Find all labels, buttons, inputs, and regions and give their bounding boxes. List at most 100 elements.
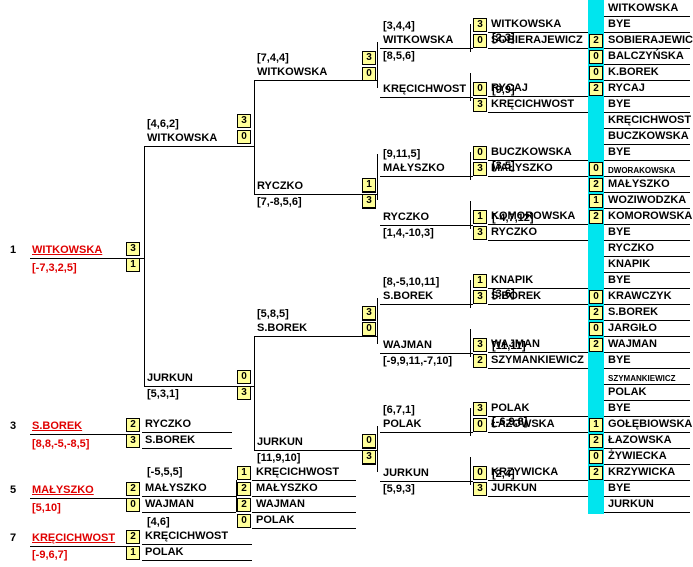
qf-line <box>254 450 378 451</box>
r32-player-name: BUCZKOWSKA <box>491 146 572 158</box>
r128-line <box>604 496 690 497</box>
r16-player-name: RYCZKO <box>383 211 430 223</box>
r32-player-name: WAJMAN <box>491 338 540 350</box>
r32-score-box: 0 <box>473 418 487 432</box>
p5-score-box: 0 <box>126 498 140 512</box>
final-line <box>30 258 144 259</box>
r32-line <box>488 112 588 113</box>
p5-player-name: MAŁYSZKO <box>145 482 207 494</box>
qf-score-box: 0 <box>362 67 376 81</box>
r16-connector <box>470 408 471 436</box>
qf-player-name: S.BOREK <box>257 322 308 334</box>
r16-score: [8,5,6] <box>383 50 415 62</box>
r128-player-name: BYE <box>608 146 631 158</box>
r128-player-name: BYE <box>608 226 631 238</box>
r32-score-box: 3 <box>473 226 487 240</box>
seventh-place-score: [-9,6,7] <box>32 549 68 561</box>
r128-line <box>604 272 690 273</box>
r128-player-name: WITKOWSKA <box>608 2 679 14</box>
r128-player-name: JARGIŁO <box>608 322 657 334</box>
qf-connector <box>377 42 378 88</box>
qf-score-box: 1 <box>362 178 376 192</box>
qf-score-box: 3 <box>362 51 376 65</box>
r128-score-box: 0 <box>589 290 603 304</box>
p5-r1-player-name: WAJMAN <box>256 498 305 510</box>
r128-line <box>604 160 690 161</box>
r16-score: [5,9,3] <box>383 483 415 495</box>
qf-connector <box>254 80 255 194</box>
r128-player-name: BYE <box>608 98 631 110</box>
r128-score-box: 0 <box>589 162 603 176</box>
r32-player-name: KRZYWICKA <box>491 466 559 478</box>
p5-r1-score-box: 2 <box>237 498 251 512</box>
final-score-box: 3 <box>126 242 140 256</box>
r128-line <box>604 224 690 225</box>
r128-player-name: KRĘCICHWOST <box>608 114 692 126</box>
r128-player-name: SZYMANKIEWICZ <box>608 374 676 383</box>
r128-player-name: POLAK <box>608 386 647 398</box>
sf-score: [4,6,2] <box>147 118 179 130</box>
r128-score-box: 2 <box>589 178 603 192</box>
r128-line <box>604 240 690 241</box>
seed-number: 1 <box>10 244 17 256</box>
r16-score: [9,11,5] <box>383 148 421 160</box>
p7-score-box: 1 <box>126 546 140 560</box>
r128-line <box>604 256 690 257</box>
r32-line <box>488 304 588 305</box>
r64-score: [9,9] <box>492 84 515 96</box>
r16-connector <box>470 280 471 308</box>
r128-player-name: GOŁĘBIOWSKA <box>608 418 693 430</box>
qf-score-box: 3 <box>362 194 376 208</box>
r128-score-box: 0 <box>589 50 603 64</box>
sf-player-name: WITKOWSKA <box>147 132 218 144</box>
r128-player-name: WOZIWODZKA <box>608 194 687 206</box>
r32-score-box: 3 <box>473 482 487 496</box>
r128-player-name: BALCZYŃSKA <box>608 50 684 62</box>
r16-player-name: JURKUN <box>383 467 429 479</box>
r64-score: [2,4] <box>492 468 515 480</box>
r16-player-name: S.BOREK <box>383 290 434 302</box>
r128-player-name: KNAPIK <box>608 258 651 270</box>
r32-player-name: JURKUN <box>491 482 537 494</box>
p5-connector <box>236 480 237 512</box>
qf-connector <box>377 298 378 344</box>
r32-player-name: POLAK <box>491 402 530 414</box>
r128-player-name: JURKUN <box>608 498 654 510</box>
p3-score-box: 2 <box>126 418 140 432</box>
r128-player-name: BYE <box>608 402 631 414</box>
r32-player-name: KNAPIK <box>491 274 534 286</box>
r32-line <box>488 176 588 177</box>
r16-line <box>380 48 473 49</box>
sf-score: [5,3,1] <box>147 388 179 400</box>
r128-line <box>604 512 690 513</box>
r16-connector <box>470 329 471 357</box>
p5-r1-line <box>252 480 356 481</box>
r32-player-name: ŁAZOWSKA <box>491 418 555 430</box>
r32-score-box: 1 <box>473 274 487 288</box>
r32-score-box: 2 <box>473 354 487 368</box>
p5-r1-line <box>252 496 356 497</box>
qf-score-box: 0 <box>362 322 376 336</box>
r32-score-box: 0 <box>473 146 487 160</box>
r128-score-box: 2 <box>589 466 603 480</box>
r16-line <box>380 481 473 482</box>
r32-score-box: 3 <box>473 402 487 416</box>
r128-player-name: ŁAZOWSKA <box>608 434 672 446</box>
r128-line <box>604 368 690 369</box>
r128-player-name: K.BOREK <box>608 66 659 78</box>
r16-line <box>380 304 473 305</box>
r16-score: [6,7,1] <box>383 404 415 416</box>
sf-score-box: 3 <box>237 114 251 128</box>
r128-player-name: KRZYWICKA <box>608 466 676 478</box>
r32-score-box: 0 <box>473 34 487 48</box>
p7-score: [4,6] <box>147 516 170 528</box>
p5-r1-score-box: 0 <box>237 514 251 528</box>
r32-player-name: KOMOROWSKA <box>491 210 576 222</box>
r128-player-name: RYCAJ <box>608 82 645 94</box>
third-place-score: [8,8,-5,-8,5] <box>32 438 90 450</box>
r128-line <box>604 112 690 113</box>
r128-score-box: 2 <box>589 306 603 320</box>
r32-line <box>488 480 588 481</box>
r32-score-box: 3 <box>473 162 487 176</box>
